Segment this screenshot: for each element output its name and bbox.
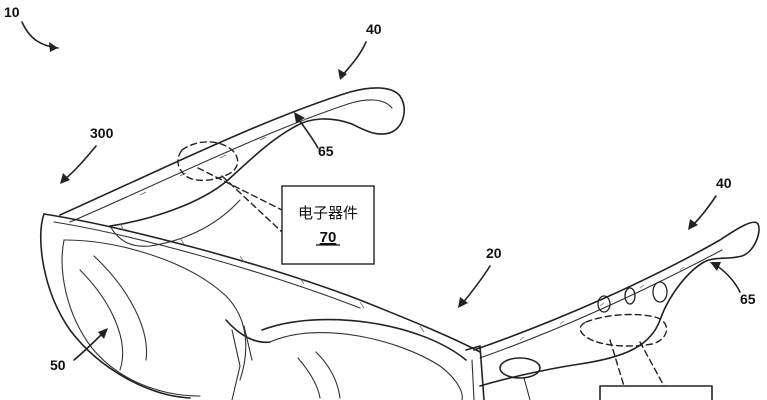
ref-label-50: 50 xyxy=(50,357,66,373)
ref-label-300: 300 xyxy=(90,125,114,141)
hinge-component-leader xyxy=(523,377,531,400)
ref-arrowhead-65-left xyxy=(294,112,305,123)
ref-label-10: 10 xyxy=(4,4,20,20)
ref-arrowhead-40-right xyxy=(688,219,698,230)
ref-label-65-left: 65 xyxy=(318,143,334,159)
ref-arrow-300 xyxy=(63,145,97,181)
ref-arrowhead-300 xyxy=(60,173,70,184)
temple-left xyxy=(59,87,405,247)
ref-label-40-right: 40 xyxy=(716,175,732,191)
ref-label-40-left: 40 xyxy=(366,21,382,37)
leader-dashed-1 xyxy=(197,167,283,211)
ref-arrow-40-left xyxy=(341,41,367,77)
sensor-3 xyxy=(652,281,668,303)
electronics-region-right xyxy=(579,313,668,347)
ref-arrowhead-65-right xyxy=(710,262,721,271)
ref-arrowhead-40-left xyxy=(338,69,347,80)
temple-right xyxy=(465,221,760,400)
ref-label-65-right: 65 xyxy=(740,291,756,307)
callout-box-text: 电子器件 xyxy=(298,204,358,222)
ref-arrowhead-50 xyxy=(98,328,108,339)
front-frame xyxy=(39,213,481,400)
callout-box-right xyxy=(599,385,713,400)
ref-arrowhead-20 xyxy=(458,297,468,308)
leader-dashed-4 xyxy=(639,341,665,387)
callout-box: 电子器件 70 xyxy=(281,185,375,265)
ref-arrow-20 xyxy=(461,265,491,305)
callout-box-number: 70 xyxy=(320,229,337,246)
ref-label-20: 20 xyxy=(486,245,502,261)
leader-dashed-3 xyxy=(609,339,625,387)
sensor-1 xyxy=(597,295,611,313)
ref-arrowhead-10 xyxy=(49,42,58,52)
electronics-region-left xyxy=(177,141,239,182)
ref-arrow-40-right xyxy=(691,195,717,227)
hinge-component xyxy=(499,357,541,379)
sensor-2 xyxy=(624,287,636,305)
ref-arrow-10 xyxy=(21,21,59,49)
leader-dashed-2 xyxy=(221,175,283,233)
